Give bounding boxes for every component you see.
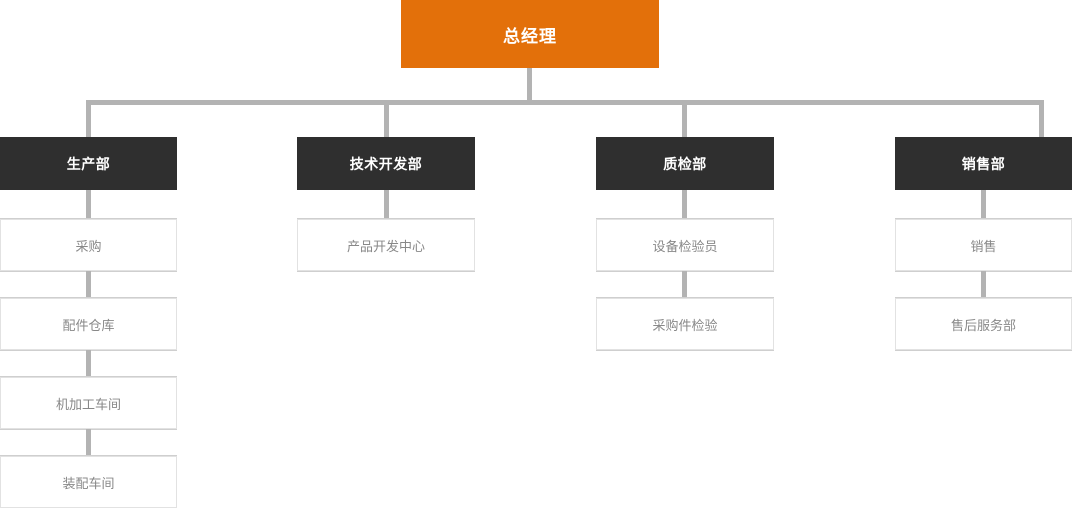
node-sub-machining-workshop[interactable]: 机加工车间 — [0, 377, 177, 429]
node-label: 质检部 — [663, 155, 707, 172]
connector-bus-to-dept-4 — [1039, 100, 1044, 137]
node-dept-production[interactable]: 生产部 — [0, 137, 177, 190]
node-sub-assembly-workshop[interactable]: 装配车间 — [0, 456, 177, 508]
connector-col1-seg3 — [86, 350, 91, 377]
connector-col1-seg4 — [86, 429, 91, 456]
connector-bus-to-dept-2 — [384, 100, 389, 137]
node-label: 销售 — [970, 238, 997, 254]
node-label: 生产部 — [66, 155, 111, 172]
connector-bus-to-dept-1 — [86, 100, 91, 137]
node-label: 总经理 — [503, 26, 557, 46]
node-dept-technical-development[interactable]: 技术开发部 — [297, 137, 475, 190]
node-label: 机加工车间 — [55, 396, 121, 412]
node-sub-product-development-center[interactable]: 产品开发中心 — [297, 219, 475, 271]
connector-col4-seg1 — [981, 190, 986, 219]
node-sub-equipment-inspector[interactable]: 设备检验员 — [596, 219, 774, 271]
connector-bus-to-dept-3 — [682, 100, 687, 137]
node-label: 技术开发部 — [349, 155, 423, 172]
connector-col1-seg2 — [86, 271, 91, 298]
node-sub-after-sales-service[interactable]: 售后服务部 — [895, 298, 1072, 350]
node-label: 配件仓库 — [62, 317, 115, 333]
node-sub-parts-warehouse[interactable]: 配件仓库 — [0, 298, 177, 350]
connector-col3-seg2 — [682, 271, 687, 298]
node-label: 设备检验员 — [652, 238, 718, 254]
node-root-general-manager[interactable]: 总经理 — [401, 0, 659, 68]
connector-col3-seg1 — [682, 190, 687, 219]
node-label: 售后服务部 — [950, 317, 1016, 333]
connector-root-stem — [527, 68, 532, 104]
node-sub-sales[interactable]: 销售 — [895, 219, 1072, 271]
connector-col1-seg1 — [86, 190, 91, 219]
node-label: 采购件检验 — [652, 317, 718, 333]
connector-col4-seg2 — [981, 271, 986, 298]
connector-col2-seg1 — [384, 190, 389, 219]
node-dept-quality-inspection[interactable]: 质检部 — [596, 137, 774, 190]
node-dept-sales[interactable]: 销售部 — [895, 137, 1072, 190]
node-sub-procurement[interactable]: 采购 — [0, 219, 177, 271]
node-label: 产品开发中心 — [346, 238, 425, 254]
node-sub-purchased-parts-inspection[interactable]: 采购件检验 — [596, 298, 774, 350]
node-label: 销售部 — [961, 155, 1006, 172]
node-label: 装配车间 — [62, 475, 115, 491]
connector-horizontal-bus — [86, 100, 1044, 105]
node-label: 采购 — [75, 238, 102, 254]
